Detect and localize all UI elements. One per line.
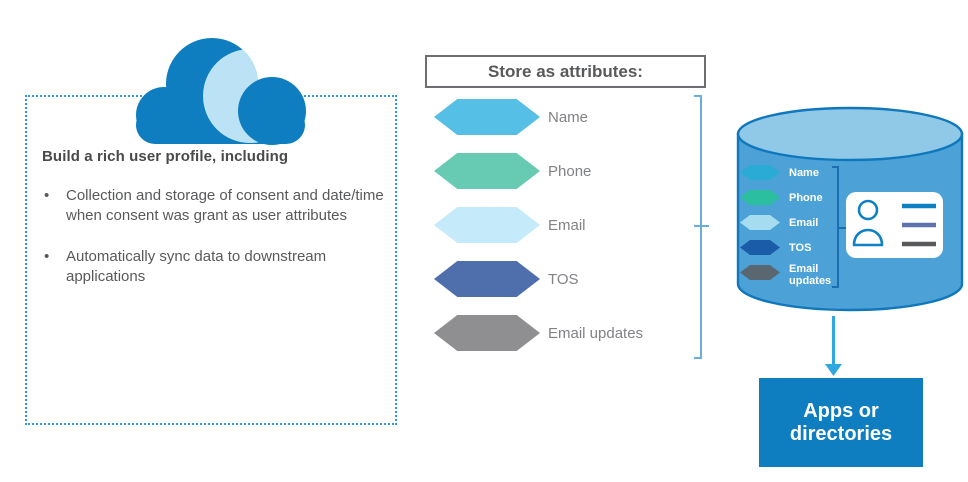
- attribute-hexagon-name: [434, 99, 540, 135]
- attribute-label: Email updates: [548, 324, 644, 342]
- attribute-label: Email: [548, 216, 586, 234]
- person-icon: [852, 199, 884, 247]
- db-hexagon-name: [740, 165, 780, 180]
- db-bracket: [832, 166, 846, 288]
- db-hexagon-email: [740, 215, 780, 230]
- cloud-right-circle: [238, 77, 306, 145]
- db-label: TOS: [789, 242, 812, 254]
- attribute-hexagon-email-updates: [434, 315, 540, 351]
- bullet-marker: •: [44, 248, 50, 265]
- db-label: Email: [789, 217, 819, 229]
- cloud-icon: [136, 38, 306, 145]
- bullet-text: Automatically sync data to downstream ap…: [66, 248, 327, 285]
- apps-box-label: Apps or directories: [789, 399, 893, 445]
- db-hexagon-phone: [740, 190, 780, 205]
- apps-box: Apps or directories: [759, 378, 923, 467]
- attribute-label: Phone: [548, 162, 592, 180]
- down-arrow-head: [825, 364, 842, 376]
- down-arrow-shaft: [832, 316, 835, 366]
- db-hexagon-email-updates: [740, 265, 780, 280]
- id-card-graphic: [852, 199, 936, 247]
- attribute-hexagon-phone: [434, 153, 540, 189]
- db-label: Name: [789, 167, 819, 179]
- bullet-text: Collection and storage of consent and da…: [66, 187, 384, 224]
- cylinder-top: [736, 106, 964, 162]
- db-label: Email updates: [789, 263, 832, 287]
- attribute-label: Name: [548, 108, 589, 126]
- bullet-marker: •: [44, 187, 50, 204]
- attribute-label: TOS: [548, 270, 579, 288]
- attributes-bracket: [694, 95, 709, 359]
- attribute-hexagon-tos: [434, 261, 540, 297]
- db-hexagon-tos: [740, 240, 780, 255]
- bullet-list: • Collection and storage of consent and …: [44, 186, 392, 308]
- attributes-title-box: Store as attributes:: [425, 55, 706, 88]
- database-cylinder: [736, 106, 964, 312]
- attribute-hexagon-email: [434, 207, 540, 243]
- id-card: [846, 192, 943, 258]
- bullet-item: • Collection and storage of consent and …: [44, 186, 392, 226]
- db-label: Phone: [789, 192, 823, 204]
- profile-title: Build a rich user profile, including: [42, 148, 289, 165]
- bullet-item: • Automatically sync data to downstream …: [44, 247, 392, 287]
- attributes-title: Store as attributes:: [488, 61, 643, 81]
